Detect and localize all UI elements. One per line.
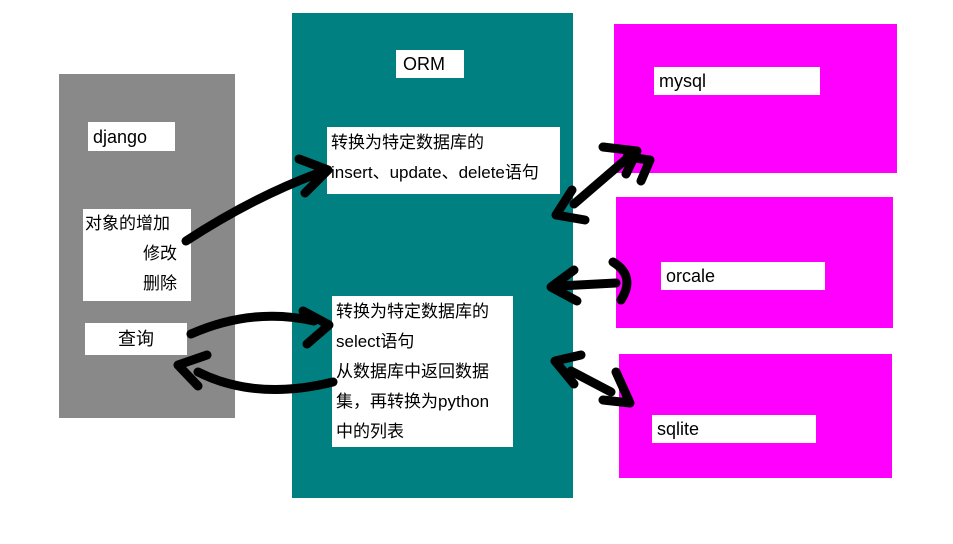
crud-line-modify: 修改	[143, 244, 177, 263]
read-box-line-5: 中的列表	[336, 422, 404, 441]
read-box-line-3: 从数据库中返回数据	[336, 362, 489, 381]
orm-title-text: ORM	[403, 54, 445, 74]
crud-line-add: 对象的增加	[85, 214, 170, 233]
read-box-line-4: 集，再转换为python	[336, 392, 490, 411]
django-title-label: django	[88, 122, 175, 151]
db-card-sqlite: sqlite	[619, 354, 892, 478]
orm-title-label: ORM	[396, 50, 464, 78]
db-card-mysql: mysql	[614, 24, 897, 173]
write-box-line-2: insert、update、delete语句	[331, 163, 539, 182]
orm-container: ORM 转换为特定数据库的 insert、update、delete语句 转换为…	[292, 13, 573, 498]
sqlite-label: sqlite	[652, 415, 816, 443]
crud-line-delete: 删除	[143, 274, 177, 293]
orcale-label-text: orcale	[666, 266, 716, 286]
read-box-line-2: select语句	[336, 332, 415, 351]
mysql-label: mysql	[654, 67, 820, 95]
django-query-text: 查询	[118, 329, 154, 349]
orm-write-box: 转换为特定数据库的 insert、update、delete语句	[327, 127, 560, 194]
django-container: django 对象的增加 修改 删除 查询	[59, 74, 235, 418]
orm-read-box: 转换为特定数据库的 select语句 从数据库中返回数据 集，再转换为pytho…	[332, 296, 513, 447]
django-crud-box: 对象的增加 修改 删除	[83, 209, 191, 301]
sqlite-label-text: sqlite	[657, 419, 700, 439]
django-title-text: django	[93, 126, 148, 147]
mysql-label-text: mysql	[659, 71, 707, 91]
read-box-line-1: 转换为特定数据库的	[336, 302, 489, 321]
db-card-orcale: orcale	[616, 197, 893, 328]
write-box-line-1: 转换为特定数据库的	[331, 133, 484, 152]
orcale-label: orcale	[661, 262, 825, 290]
django-query-box: 查询	[85, 323, 187, 355]
